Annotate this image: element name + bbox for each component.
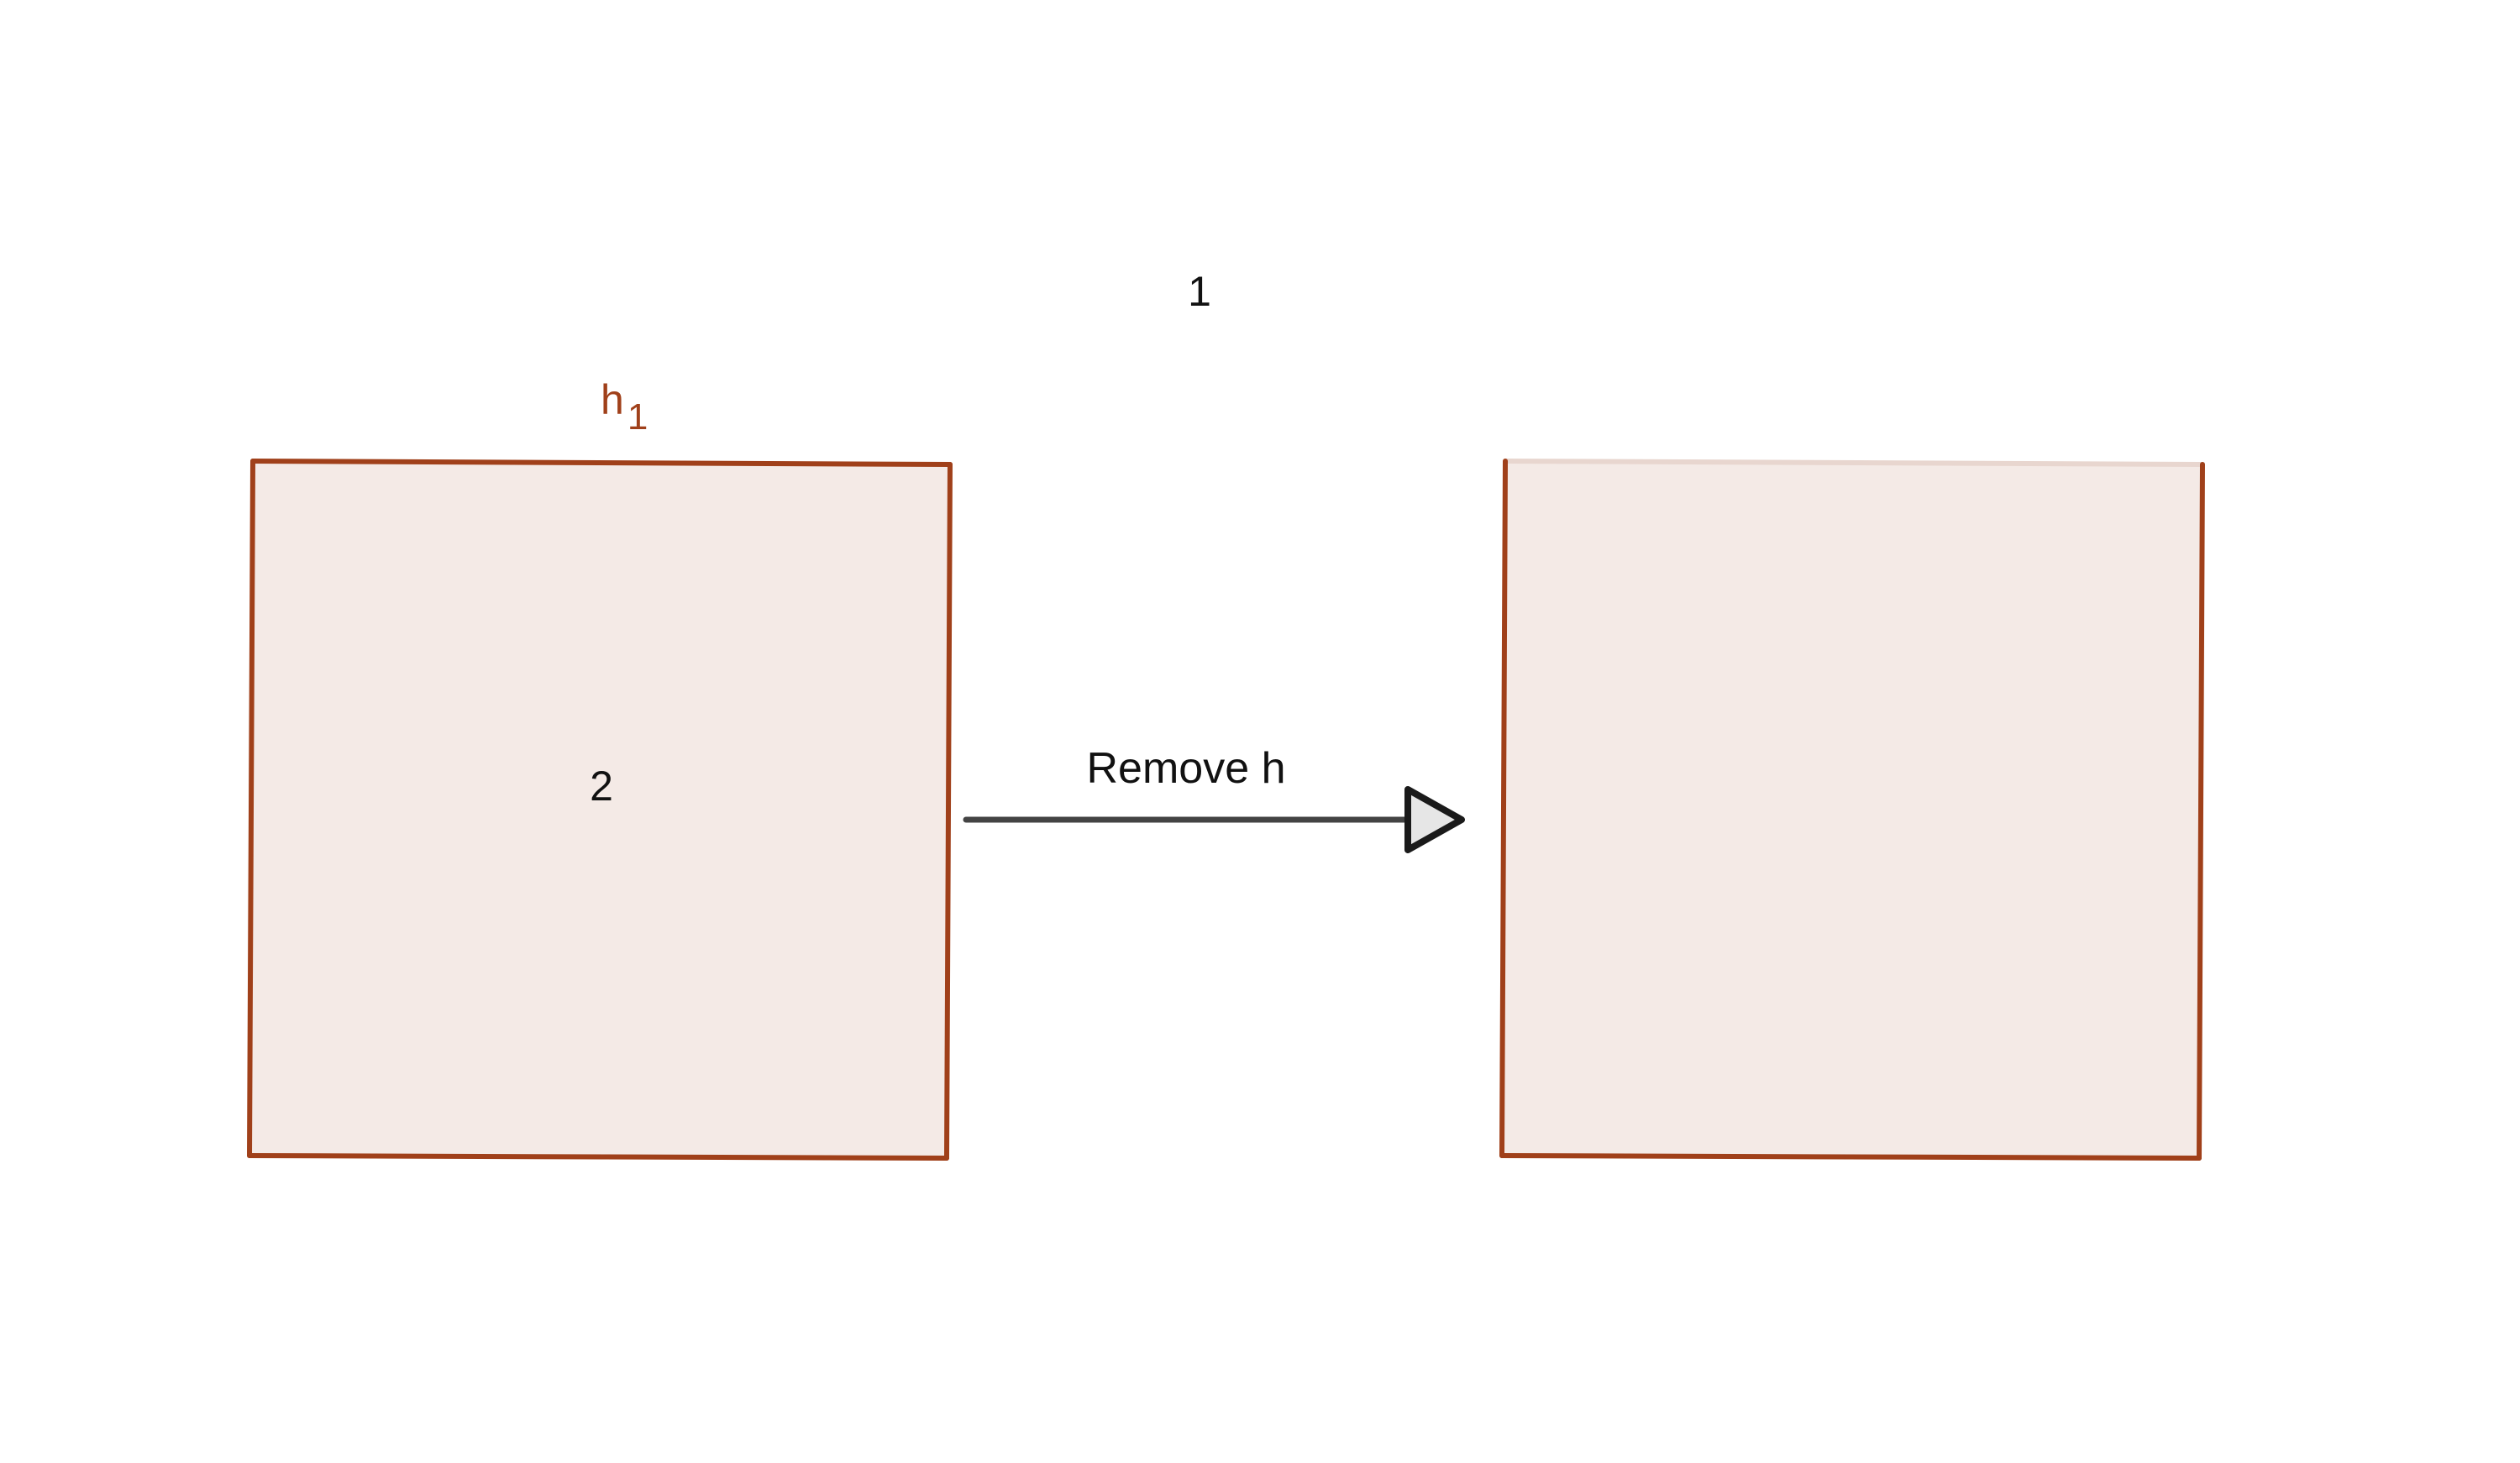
left-square-right-edge xyxy=(944,462,953,1161)
left-square-bottom-edge xyxy=(247,1153,949,1161)
left-square-face xyxy=(249,461,950,1158)
right-square-left-edge xyxy=(1499,459,1508,1158)
right-square-removed-top-edge xyxy=(1503,459,2205,467)
arrow-head xyxy=(1404,786,1465,853)
edge-label-h1-main: h xyxy=(601,376,624,423)
left-square-top-edge xyxy=(250,459,953,467)
left-square: h1 2 xyxy=(247,376,953,1161)
transform-arrow: Remove h xyxy=(963,744,1465,853)
right-square xyxy=(1499,459,2205,1161)
right-square-face xyxy=(1502,461,2202,1158)
left-square-left-edge xyxy=(247,459,255,1158)
edge-label-h1-sub: 1 xyxy=(627,396,648,438)
face-label: 2 xyxy=(590,763,613,810)
right-square-right-edge xyxy=(2197,462,2205,1161)
edge-label-h1: h1 xyxy=(601,376,648,438)
arrow-label: Remove h xyxy=(1087,744,1286,793)
top-label: 1 xyxy=(1188,268,1211,315)
right-square-bottom-edge xyxy=(1499,1153,2202,1161)
